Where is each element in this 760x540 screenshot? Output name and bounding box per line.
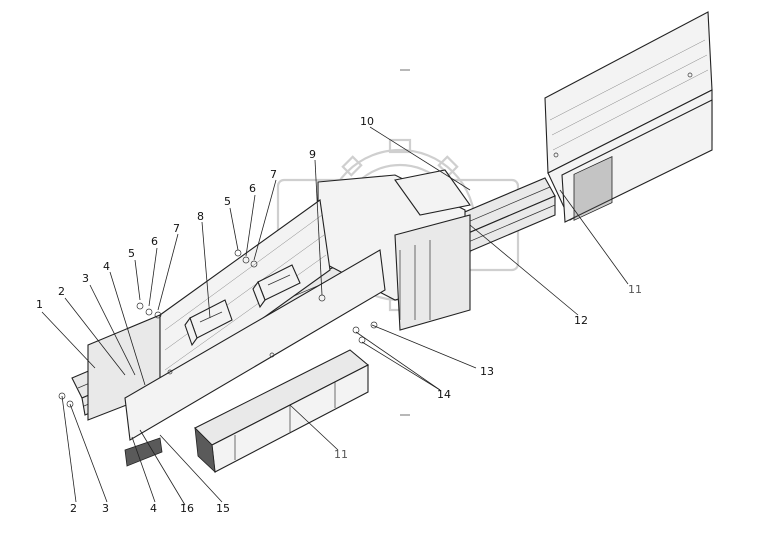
callout-10: 10 <box>360 115 374 128</box>
callout-labels: 1 2 3 4 5 6 7 8 9 10 5 6 7 11 12 13 14 1… <box>36 115 642 515</box>
callout-11-right: 11 <box>628 283 642 296</box>
callout-6-right: 6 <box>249 182 256 195</box>
callout-6-left: 6 <box>151 235 158 248</box>
left-mounting-plate <box>124 199 386 441</box>
callout-12: 12 <box>574 314 588 327</box>
callout-4-bottom: 4 <box>150 502 157 515</box>
callout-7-left: 7 <box>173 222 180 235</box>
callout-5-left: 5 <box>128 247 135 260</box>
callout-3-top: 3 <box>82 272 89 285</box>
callout-11-lower: 11 <box>334 448 348 461</box>
callout-3-bottom: 3 <box>102 502 109 515</box>
callout-14: 14 <box>437 388 451 401</box>
fasteners <box>58 249 378 408</box>
lower-bracket <box>124 437 163 467</box>
callout-13: 13 <box>480 365 494 378</box>
callout-8: 8 <box>197 210 204 223</box>
callout-5-right: 5 <box>224 195 231 208</box>
right-mounting-plate <box>544 11 713 223</box>
callout-4-top: 4 <box>103 260 110 273</box>
leader-lines <box>41 126 629 506</box>
callout-2-bottom: 2 <box>70 502 77 515</box>
reflector-right <box>252 264 301 309</box>
rear-lamp <box>194 349 369 474</box>
callout-2-top: 2 <box>58 285 65 298</box>
callout-1: 1 <box>36 298 43 311</box>
callout-9: 9 <box>309 148 316 161</box>
callout-7-right: 7 <box>270 168 277 181</box>
callout-15: 15 <box>216 502 230 515</box>
callout-16: 16 <box>180 502 194 515</box>
reflector-left <box>184 299 233 347</box>
